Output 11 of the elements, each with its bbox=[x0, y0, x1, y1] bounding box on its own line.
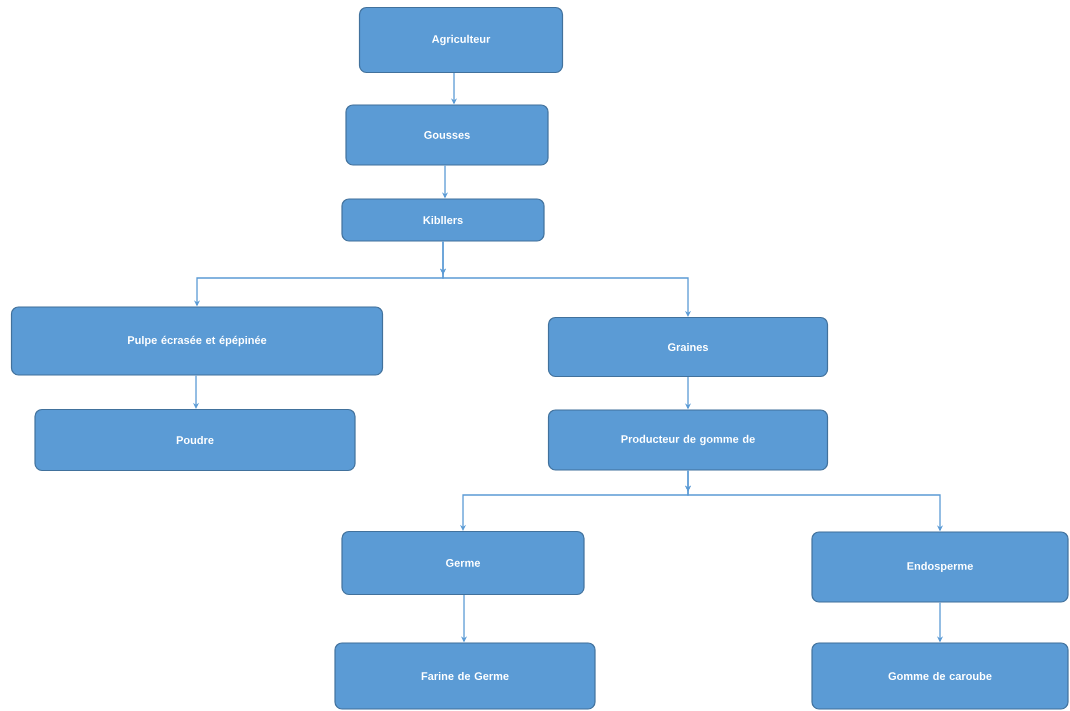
process-box: Agriculteur bbox=[358, 6, 564, 74]
process-box: Pulpe écrasée et épépinée bbox=[10, 306, 384, 376]
process-box: Producteur de gomme de bbox=[547, 409, 829, 471]
process-box: Farine de Germe bbox=[334, 642, 596, 710]
process-box: Kibllers bbox=[341, 198, 545, 242]
process-box: Endosperme bbox=[811, 531, 1069, 603]
process-box: Poudre bbox=[34, 408, 356, 472]
process-box: Graines bbox=[547, 316, 829, 378]
process-box: Gousses bbox=[345, 104, 549, 166]
process-box: Germe bbox=[341, 530, 585, 596]
process-box: Gomme de caroube bbox=[811, 642, 1069, 710]
